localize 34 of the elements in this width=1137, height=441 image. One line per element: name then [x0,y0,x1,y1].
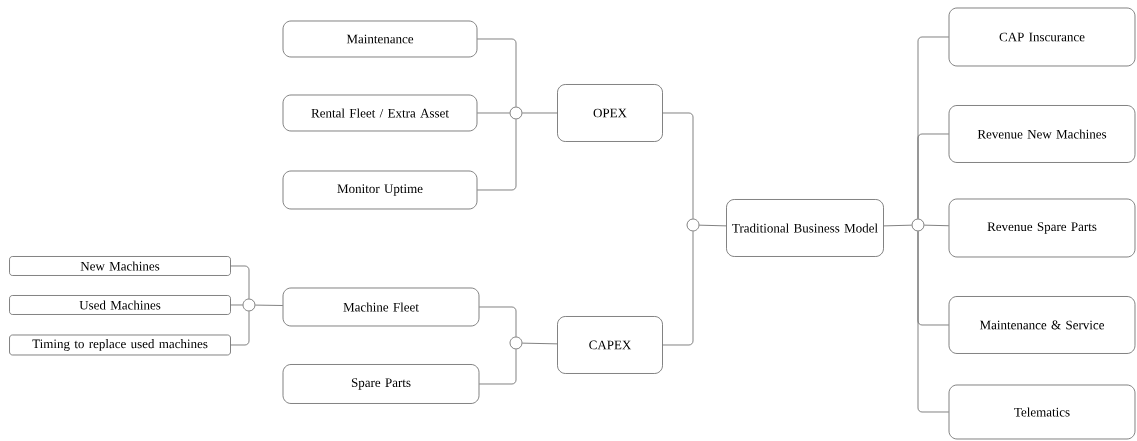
connector-line [477,119,517,191]
connector-line [479,349,517,385]
connector-line [924,224,949,227]
connector-line [522,342,558,345]
process-box: CAPEX [557,316,663,374]
process-box: Telematics [948,384,1136,440]
connector-line [479,306,517,337]
process-box: Used Machines [9,295,231,315]
connector-line [917,133,949,219]
connector-line [230,311,250,346]
connector-line [917,231,949,413]
connector-line [522,112,558,114]
connector-line [662,231,694,346]
process-box: Machine Fleet [282,287,480,327]
process-box: New Machines [9,256,231,276]
process-box: Spare Parts [282,364,480,404]
connector-line [477,38,517,107]
connector-line [699,224,727,227]
process-box: CAP Inscurance [948,7,1136,67]
connector-line [883,224,912,227]
connector-line [230,265,250,299]
process-box: Traditional Business Model [726,199,884,257]
process-box: Rental Fleet / Extra Asset [282,94,478,132]
process-box: Timing to replace used machines [9,334,231,356]
process-box: OPEX [557,84,663,142]
process-box: Maintenance [282,20,478,58]
process-box: Revenue New Machines [948,105,1136,163]
process-box: Maintenance & Service [948,296,1136,354]
connector-line [255,304,283,306]
process-box: Revenue Spare Parts [948,198,1136,258]
connector-line [477,112,510,114]
connector-line [230,304,243,306]
connector-line [662,112,694,219]
process-box: Monitor Uptime [282,170,478,210]
